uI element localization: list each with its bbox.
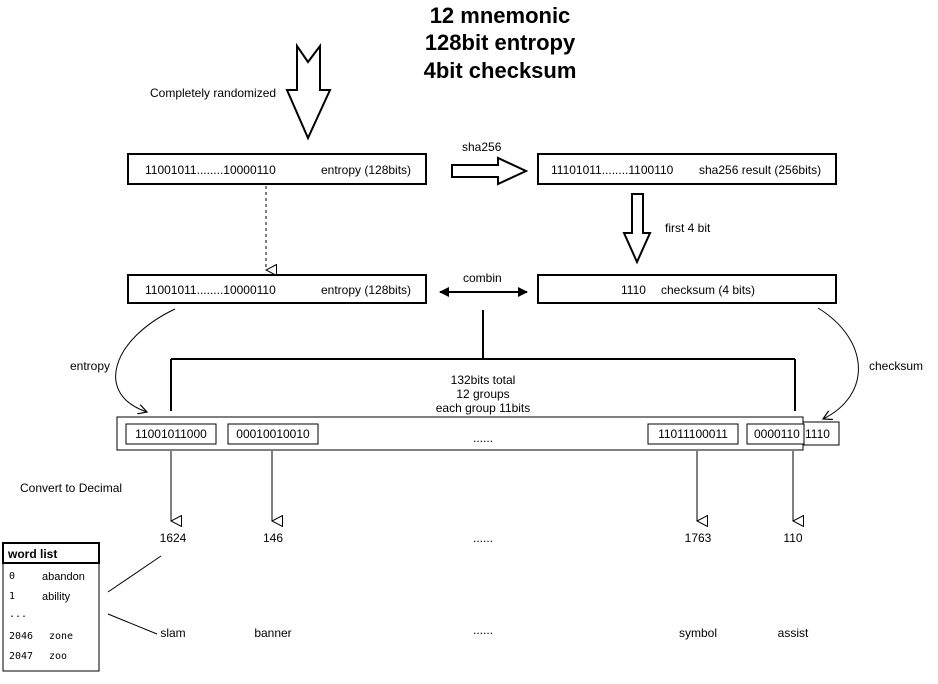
entropy-side-label: entropy — [70, 359, 111, 373]
wordlist-word: abandon — [42, 571, 85, 583]
wordlist-title: word list — [8, 547, 58, 561]
decimal-2: 146 — [262, 531, 284, 545]
group-box-1 — [125, 423, 217, 445]
group-box-3 — [647, 423, 739, 445]
groups-ellipsis: ...... — [472, 431, 494, 445]
sha256-label: sha256 — [462, 140, 502, 154]
entropy-curve-arrow — [115, 308, 176, 412]
sha256-result-label: sha256 result (256bits) — [699, 163, 822, 177]
entropy-bottom-label: entropy (128bits) — [321, 283, 412, 297]
entropy-bottom-bits: 11001011........10000110 — [145, 283, 276, 297]
decimal-ellipsis: ...... — [472, 531, 494, 545]
group-2-bits: 00010010010 — [236, 427, 310, 441]
wordlist-word: zoo — [49, 651, 68, 662]
word-4: assist — [777, 626, 809, 640]
word-3: symbol — [678, 626, 718, 640]
groups-label: 12 groups — [456, 387, 510, 401]
title-line-3: 4bit checksum — [423, 58, 577, 83]
entropy-box-top — [127, 153, 427, 185]
wordlist-num: 1 — [9, 591, 16, 602]
random-big-arrow — [285, 42, 332, 141]
sha256-bits: 11101011........1100110 — [551, 163, 674, 177]
wordlist-num: 2046 — [9, 631, 34, 642]
word-ellipsis: ...... — [472, 623, 494, 637]
word-1: slam — [160, 626, 186, 640]
wordlist-box — [2, 542, 100, 672]
entropy-box-bottom — [127, 274, 427, 304]
first4bit-arrow — [622, 193, 652, 265]
title-line-2: 128bit entropy — [424, 30, 576, 55]
entropy-top-label: entropy (128bits) — [321, 163, 412, 177]
entropy-top-bits: 11001011........10000110 — [145, 163, 276, 177]
sha256-arrow — [451, 156, 529, 186]
decimal-1: 1624 — [159, 531, 187, 545]
group-3-bits: 11011100011 — [658, 427, 728, 441]
wordlist-line-down — [107, 613, 158, 635]
wordlist-word: zone — [49, 631, 74, 642]
wordlist-ellipsis: ... — [9, 609, 28, 620]
decimal-3: 1763 — [684, 531, 712, 545]
checksum-box — [537, 274, 837, 304]
wordlist-word: ability — [42, 591, 71, 603]
checksum-side-label: checksum — [869, 359, 924, 373]
group-box-2 — [227, 423, 319, 445]
first4bit-label: first 4 bit — [665, 221, 711, 235]
decimal-4: 110 — [783, 531, 803, 545]
combin-label: combin — [463, 271, 502, 285]
wordlist-num: 0 — [9, 571, 16, 582]
checksum-curve-arrow — [817, 307, 859, 419]
word-2: banner — [254, 626, 292, 640]
sha256-box — [537, 153, 837, 185]
tail-checksum-bits: 1110 — [805, 427, 830, 441]
convert-label: Convert to Decimal — [20, 481, 123, 495]
randomized-label: Completely randomized — [150, 86, 277, 100]
wordlist-line-up — [107, 555, 162, 593]
title-line-1: 12 mnemonic — [429, 3, 571, 28]
group-1-bits: 11001011000 — [135, 427, 207, 441]
total-bits-label: 132bits total — [450, 373, 516, 387]
combine-bracket — [170, 310, 796, 411]
group-size-label: each group 11bits — [435, 401, 531, 415]
group-4-bits: 0000110 — [754, 427, 800, 441]
checksum-bits: 1110 — [621, 283, 646, 297]
group-box-4 — [746, 423, 805, 445]
checksum-box-label: checksum (4 bits) — [661, 283, 756, 297]
wordlist-num: 2047 — [9, 651, 34, 662]
